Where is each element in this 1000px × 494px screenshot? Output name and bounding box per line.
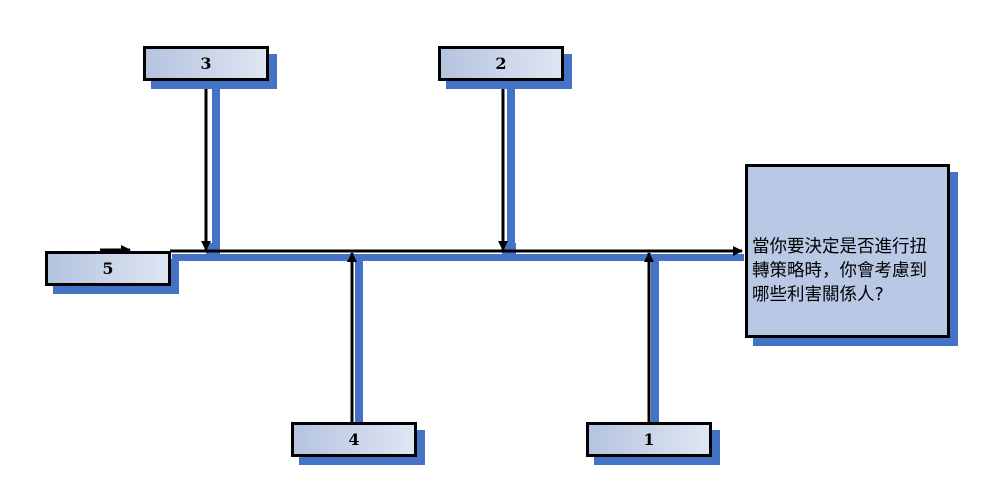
connector-shadows xyxy=(172,84,744,424)
cause-box-3: 3 xyxy=(143,46,269,81)
spine-shadow xyxy=(172,254,744,261)
cause-label-5: 5 xyxy=(102,259,114,278)
cause-box-1: 1 xyxy=(586,422,712,457)
effect-box: 當你要決定是否進行扭轉策略時，你會考慮到哪些利害關係人? xyxy=(745,164,950,338)
cause-label-2: 2 xyxy=(495,54,507,73)
effect-question: 當你要決定是否進行扭轉策略時，你會考慮到哪些利害關係人? xyxy=(752,237,927,305)
cause-box-5: 5 xyxy=(45,251,171,286)
branch-4-shadow xyxy=(355,258,363,424)
cause-box-4: 4 xyxy=(291,422,417,457)
branch-3-shadow xyxy=(212,84,220,260)
cause-label-1: 1 xyxy=(643,430,655,449)
branch-2-shadow xyxy=(507,84,515,260)
cause-box-2: 2 xyxy=(438,46,564,81)
cause-label-4: 4 xyxy=(348,430,360,449)
branch-1-shadow xyxy=(651,258,659,424)
cause-label-3: 3 xyxy=(200,54,212,73)
